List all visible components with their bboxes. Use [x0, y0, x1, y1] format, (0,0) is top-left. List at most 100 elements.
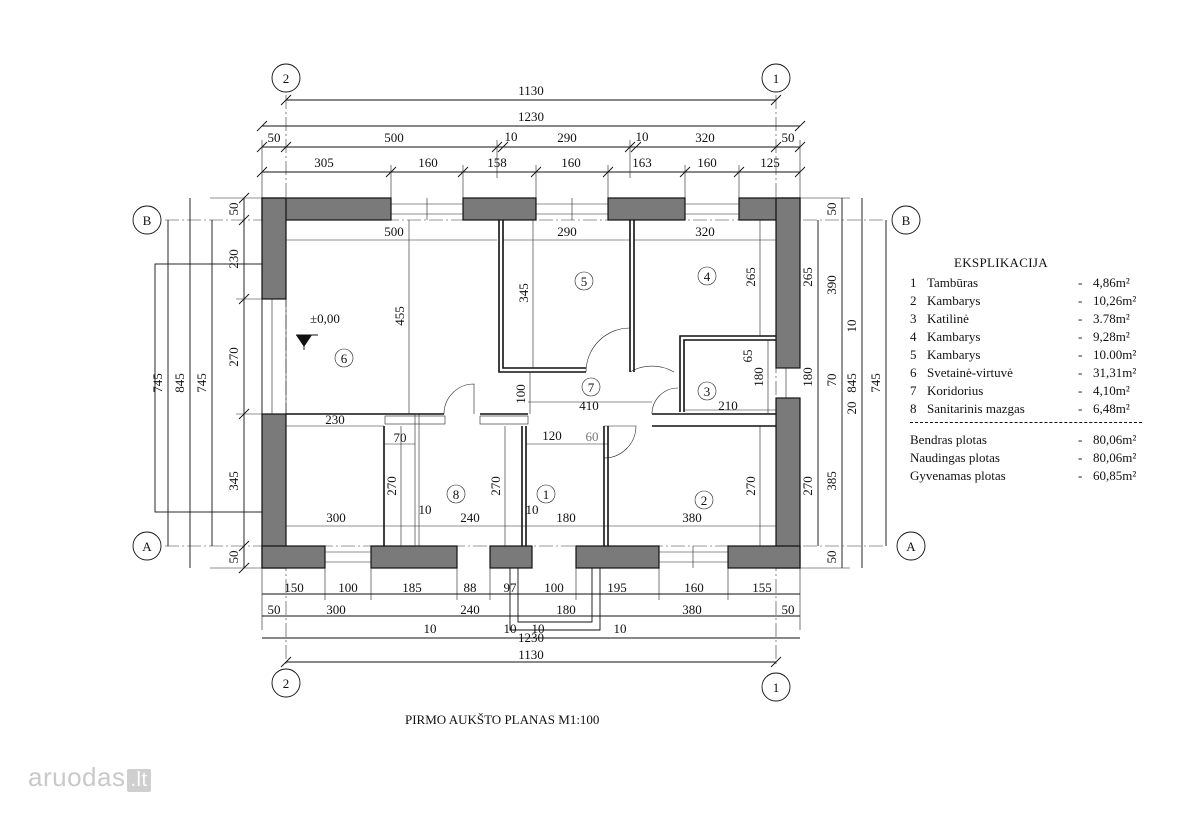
dim-bot-r8: 240	[460, 510, 480, 525]
legend-room-num: 1	[910, 275, 917, 290]
dim-right-1: 390	[824, 275, 839, 295]
legend-room-num: 7	[910, 383, 917, 398]
room-6-number: 6	[341, 351, 348, 366]
dim-bot-r2-0: 50	[268, 602, 281, 617]
watermark-text: aruodas	[28, 762, 126, 792]
room-4-number: 4	[704, 269, 711, 284]
outer-walls	[261, 197, 801, 569]
dim-left-0: 50	[226, 203, 241, 216]
legend-room-name: Katilinė	[927, 311, 969, 326]
legend-room-area: 9,28m²	[1093, 329, 1130, 344]
dim-r4-height: 265	[743, 267, 758, 287]
legend-title: EKSPLIKACIJA	[954, 255, 1048, 270]
axis-left-bottom: A	[142, 539, 152, 554]
axis-left-top: B	[143, 213, 152, 228]
dim-top-r1-3: 290	[557, 130, 577, 145]
dim-top-r1-5: 320	[695, 130, 715, 145]
axis-right-top: B	[902, 213, 911, 228]
legend-total-name: Gyvenamas plotas	[910, 468, 1006, 483]
dim-top-r2-5: 160	[697, 155, 717, 170]
dim-top-r1-4: 10	[636, 129, 649, 144]
dim-bot-ten-2: 10	[532, 621, 545, 636]
dim-bot-r1-3: 88	[464, 580, 477, 595]
legend-room-area: 6,48m²	[1093, 401, 1130, 416]
room-3-number: 3	[704, 384, 711, 399]
legend-room-name: Sanitarinis mazgas	[927, 401, 1025, 416]
dim-bot-r1: 180	[556, 510, 576, 525]
dim-top-r2-4: 163	[632, 155, 652, 170]
dim-bot-r2-3: 180	[556, 602, 576, 617]
legend-dash: -	[1078, 401, 1083, 416]
inside-dimensions: 500 290 320 455 345 265 65 180 210 100 4…	[286, 220, 776, 546]
dim-r3-width: 210	[718, 398, 738, 413]
room-numbers: 6 5 4 3 7 8 1 2	[334, 266, 717, 510]
dim-right-5: 385	[824, 471, 839, 491]
dim-bot-ten-3: 10	[614, 621, 627, 636]
dim-bot-r2-2: 240	[460, 602, 480, 617]
dim-top-r1-1: 500	[384, 130, 404, 145]
legend-room-num: 4	[910, 329, 917, 344]
plan-caption: PIRMO AUKŠTO PLANAS M1:100	[405, 712, 600, 727]
dim-right-overall-0: 845	[844, 373, 859, 393]
legend-total-name: Bendras plotas	[910, 432, 987, 447]
dim-left-2: 270	[226, 347, 241, 367]
dim-r4-width: 320	[695, 224, 715, 239]
dim-left-3: 345	[226, 471, 241, 491]
legend-dash: -	[1078, 450, 1083, 465]
legend-total-row: Gyvenamas plotas - 60,85m²	[910, 468, 1200, 484]
dim-left-overall-2: 745	[194, 373, 209, 393]
axis-top-left: 2	[283, 71, 290, 86]
legend-room-num: 5	[910, 347, 917, 362]
legend-total-row: Naudingas plotas - 80,06m²	[910, 450, 1200, 466]
legend-dash: -	[1078, 311, 1083, 326]
legend-separator	[910, 422, 1142, 423]
legend-dash: -	[1078, 383, 1083, 398]
axis-right-bottom: A	[906, 539, 916, 554]
room-1-number: 1	[543, 487, 550, 502]
legend-room-num: 3	[910, 311, 917, 326]
dim-bot-r2-1: 300	[326, 602, 346, 617]
axis-bubbles: 2 1 2 1 B A B A	[132, 63, 926, 702]
dim-bot-r1-5: 100	[544, 580, 564, 595]
legend-room-area: 4,10m²	[1093, 383, 1130, 398]
dim-left-overall-1: 845	[172, 373, 187, 393]
dim-top-r2-6: 125	[760, 155, 780, 170]
dim-bot-overall-outer: 1230	[518, 630, 544, 645]
legend-row: 3 Katilinė - 3.78m²	[910, 311, 1200, 327]
legend-room-area: 10.00m²	[1093, 347, 1137, 362]
dim-top-overall-inner: 1130	[518, 83, 544, 98]
legend-room-area: 31,31m²	[1093, 365, 1137, 380]
dim-r6-lower: 230	[325, 412, 345, 427]
dim-top-r2-3: 160	[561, 155, 581, 170]
dim-top-r1-2: 10	[505, 129, 518, 144]
legend-row: 5 Kambarys - 10.00m²	[910, 347, 1200, 363]
dim-bot-r2: 380	[682, 510, 702, 525]
axis-top-right: 1	[773, 71, 780, 86]
dim-bot-ten-0: 10	[424, 621, 437, 636]
dim-bot-r1-2: 185	[402, 580, 422, 595]
legend-room-name: Koridorius	[927, 383, 984, 398]
dim-corr-a: 120	[542, 428, 562, 443]
legend-room-name: Svetainė-virtuvė	[927, 365, 1013, 380]
legend-room-num: 8	[910, 401, 917, 416]
legend-dash: -	[1078, 329, 1083, 344]
legend-room-name: Kambarys	[927, 293, 981, 308]
dim-r5-height: 345	[516, 283, 531, 303]
dim-left-overall-0: 745	[150, 373, 165, 393]
right-dimensions: 265 180 270 50 390 10 70 20 385 50 845 7…	[800, 197, 887, 569]
dim-bot-r1-1: 100	[338, 580, 358, 595]
dim-r8-wall: 70	[394, 430, 407, 445]
room-2-number: 2	[701, 493, 708, 508]
watermark-suffix: .lt	[127, 769, 151, 792]
dim-left-4: 50	[226, 551, 241, 564]
dim-right-2: 10	[844, 320, 859, 333]
legend-total-name: Naudingas plotas	[910, 450, 1000, 465]
legend-dash: -	[1078, 293, 1083, 308]
legend-total-area: 80,06m²	[1093, 450, 1137, 465]
room-5-number: 5	[581, 274, 588, 289]
dim-r5-width: 290	[557, 224, 577, 239]
legend-room-area: 4,86m²	[1093, 275, 1130, 290]
dim-r3-small: 65	[740, 350, 755, 363]
legend-dash: -	[1078, 468, 1083, 483]
